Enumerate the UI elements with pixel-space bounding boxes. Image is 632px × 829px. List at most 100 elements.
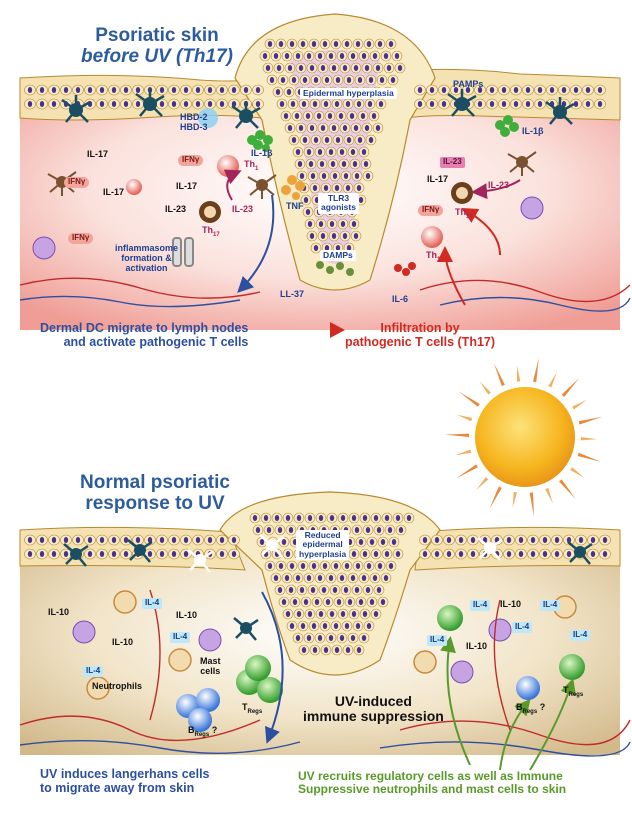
keratinocyte-nucleus [602, 551, 608, 557]
keratinocyte-nucleus [356, 647, 362, 653]
keratinocyte-nucleus [470, 551, 476, 557]
keratinocyte-nucleus [518, 537, 524, 543]
keratinocyte-nucleus [387, 527, 393, 533]
keratinocyte-nucleus [300, 563, 306, 569]
keratinocyte-nucleus [306, 575, 312, 581]
keratinocyte-nucleus [183, 537, 189, 543]
keratinocyte-nucleus [328, 575, 334, 581]
keratinocyte-nucleus [361, 635, 367, 641]
bregs-label-a-sub: Regs [194, 731, 210, 738]
dendritic-cell-icon [61, 95, 91, 123]
il4-pill: IL-4 [540, 600, 561, 611]
keratinocyte-nucleus [135, 101, 141, 107]
bottom-title-line1: Normal psoriatic [80, 472, 230, 493]
keratinocyte-nucleus [159, 87, 165, 93]
bottom-arrows [261, 591, 577, 771]
keratinocyte-nucleus [320, 233, 326, 239]
sun-ray [570, 467, 585, 478]
sun-ray [572, 399, 587, 410]
keratinocyte-nucleus [377, 41, 383, 47]
keratinocyte-nucleus [283, 113, 289, 119]
hbd-label: HBD-2 HBD-3 [180, 112, 208, 132]
keratinocyte-nucleus [306, 53, 312, 59]
keratinocyte-nucleus [367, 101, 373, 107]
bottom-caption-left: UV induces langerhans cells to migrate a… [40, 767, 210, 795]
keratinocyte-nucleus [470, 537, 476, 543]
keratinocyte-nucleus [27, 101, 33, 107]
keratinocyte-nucleus [364, 125, 370, 131]
sun-ray [459, 391, 480, 407]
tnf-cluster-icon [281, 175, 305, 200]
bottom-caption-right: UV recruits regulatory cells as well as … [298, 769, 567, 797]
keratinocyte-nucleus [346, 77, 352, 83]
neutrophils-label: Neutrophils [92, 681, 143, 691]
keratinocyte-nucleus [417, 87, 423, 93]
keratinocyte-nucleus [525, 87, 531, 93]
keratinocyte-nucleus [361, 149, 367, 155]
top-title-line1: Psoriatic skin [95, 25, 219, 46]
keratinocyte-nucleus [276, 65, 282, 71]
dendritic-cell-icon [545, 97, 575, 125]
th17-label-a-text: Th [202, 225, 213, 235]
keratinocyte-nucleus [446, 551, 452, 557]
keratinocyte-nucleus [324, 77, 330, 83]
keratinocyte-nucleus [358, 539, 364, 545]
keratinocyte-nucleus [292, 599, 298, 605]
keratinocyte-nucleus [352, 161, 358, 167]
keratinocyte-nucleus [320, 65, 326, 71]
keratinocyte-nucleus [300, 41, 306, 47]
damps-cluster-icon [316, 261, 354, 276]
il10-label-d: IL-10 [466, 641, 488, 651]
bregs-question: ? [211, 725, 218, 735]
keratinocyte-nucleus [39, 551, 45, 557]
bregs-label-b: BRegs ? [516, 702, 545, 715]
keratinocyte-nucleus [219, 551, 225, 557]
keratinocyte-nucleus [395, 515, 401, 521]
inflammasome-icon [172, 237, 194, 267]
keratinocyte-nucleus [489, 87, 495, 93]
keratinocyte-nucleus [518, 551, 524, 557]
il10-label-e: IL-10 [500, 599, 522, 609]
il4-pill: IL-4 [470, 600, 491, 611]
keratinocyte-nucleus [554, 551, 560, 557]
keratinocyte-nucleus [323, 185, 329, 191]
keratinocyte-nucleus [368, 137, 374, 143]
keratinocyte-nucleus [123, 101, 129, 107]
keratinocyte-nucleus [334, 101, 340, 107]
th1-label-b-text: Th [426, 250, 437, 260]
il17-label-a: IL-17 [87, 149, 109, 159]
keratinocyte-nucleus [345, 185, 351, 191]
keratinocyte-nucleus [307, 515, 313, 521]
keratinocyte-nucleus [123, 87, 129, 93]
keratinocyte-nucleus [335, 77, 341, 83]
keratinocyte-nucleus [314, 599, 320, 605]
keratinocyte-nucleus [566, 551, 572, 557]
keratinocyte-nucleus [597, 87, 603, 93]
keratinocyte-nucleus [578, 537, 584, 543]
keratinocyte-nucleus [366, 563, 372, 569]
keratinocyte-nucleus [313, 245, 319, 251]
reduced-label: Reduced epidermal hyperplasia [296, 530, 350, 561]
keratinocyte-nucleus [344, 623, 350, 629]
pamps-label: PAMPs [453, 79, 484, 89]
keratinocyte-nucleus [39, 87, 45, 93]
keratinocyte-nucleus [39, 537, 45, 543]
keratinocyte-nucleus [328, 53, 334, 59]
keratinocyte-nucleus [289, 563, 295, 569]
keratinocyte-nucleus [362, 515, 368, 521]
keratinocyte-nucleus [331, 233, 337, 239]
keratinocyte-nucleus [388, 563, 394, 569]
keratinocyte-nucleus [281, 539, 287, 545]
keratinocyte-nucleus [278, 41, 284, 47]
il4-pill: IL-4 [83, 666, 104, 677]
keratinocyte-nucleus [350, 53, 356, 59]
keratinocyte-nucleus [302, 77, 308, 83]
keratinocyte-nucleus [373, 515, 379, 521]
breg-cell-icon [516, 676, 540, 700]
keratinocyte-nucleus [328, 149, 334, 155]
keratinocyte-nucleus [27, 537, 33, 543]
sun-ray [559, 479, 576, 500]
keratinocyte-nucleus [360, 113, 366, 119]
keratinocyte-nucleus [294, 113, 300, 119]
keratinocyte-nucleus [351, 551, 357, 557]
